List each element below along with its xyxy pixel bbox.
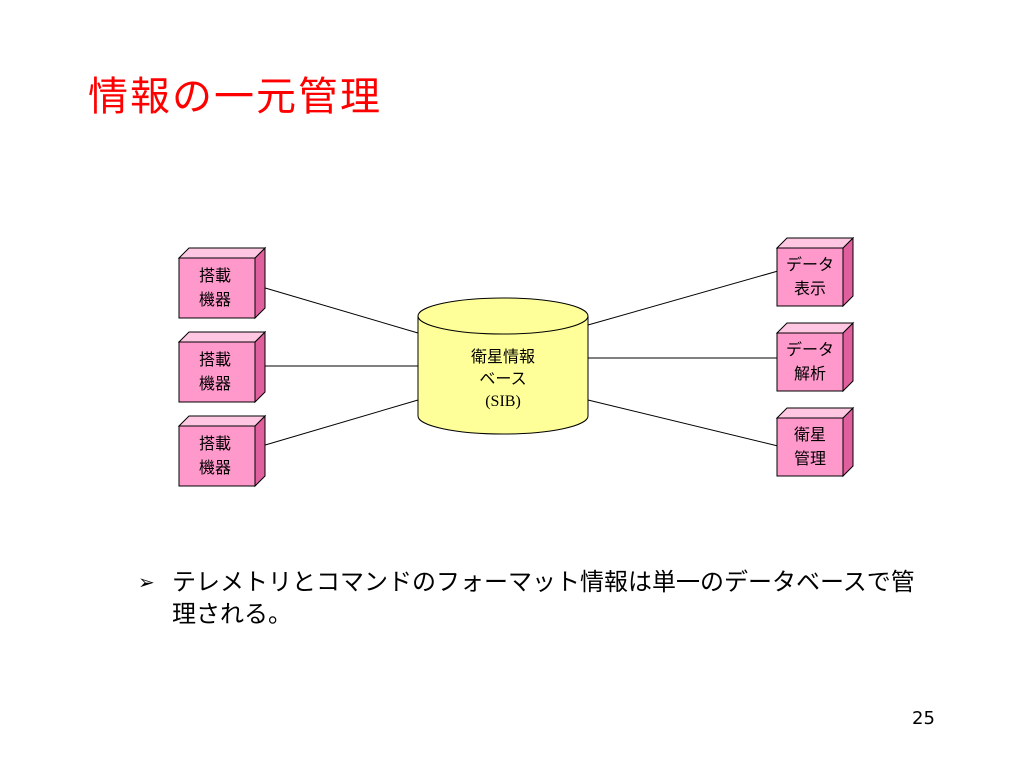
database-label-line-2: ベース	[479, 369, 526, 388]
satellite-management-box-line-2: 管理	[794, 449, 826, 468]
data-analysis-box-line-1: データ	[786, 340, 834, 359]
onboard-device-box-1: 搭載 機器	[177, 246, 267, 320]
page-title: 情報の一元管理	[88, 74, 382, 120]
onboard-device-box-2-line-1: 搭載	[199, 350, 231, 369]
onboard-device-box-2: 搭載 機器	[177, 330, 267, 404]
data-analysis-box-line-2: 解析	[794, 364, 826, 383]
onboard-device-box-3-line-2: 機器	[199, 458, 231, 477]
data-display-box-line-2: 表示	[794, 279, 826, 298]
onboard-device-box-2-line-2: 機器	[199, 374, 231, 393]
onboard-device-box-3: 搭載 機器	[177, 414, 267, 488]
data-analysis-box: データ 解析	[775, 321, 855, 393]
connector-right-1	[587, 270, 779, 326]
satellite-management-box: 衛星 管理	[775, 406, 855, 478]
onboard-device-box-3-line-1: 搭載	[199, 434, 231, 453]
arrow-bullet-icon: ➢	[138, 570, 155, 594]
database-cylinder: 衛星情報 ベース (SIB)	[417, 297, 589, 435]
data-display-box-line-1: データ	[786, 255, 834, 274]
database-label-line-1: 衛星情報	[471, 347, 535, 366]
connector-left-3	[254, 399, 419, 449]
page-number: 25	[912, 708, 935, 729]
connector-left-1	[254, 284, 419, 334]
data-display-box: データ 表示	[775, 236, 855, 308]
onboard-device-box-1-line-1: 搭載	[199, 266, 231, 285]
onboard-device-box-1-line-2: 機器	[199, 290, 231, 309]
connection-lines	[254, 270, 779, 449]
satellite-management-box-line-1: 衛星	[794, 425, 826, 444]
database-label-line-3: (SIB)	[485, 393, 521, 410]
bullet-point: ➢ テレメトリとコマンドのフォーマット情報は単一のデータベースで管理される。	[138, 566, 938, 630]
connector-right-3	[587, 399, 779, 447]
bullet-text: テレメトリとコマンドのフォーマット情報は単一のデータベースで管理される。	[172, 568, 915, 628]
